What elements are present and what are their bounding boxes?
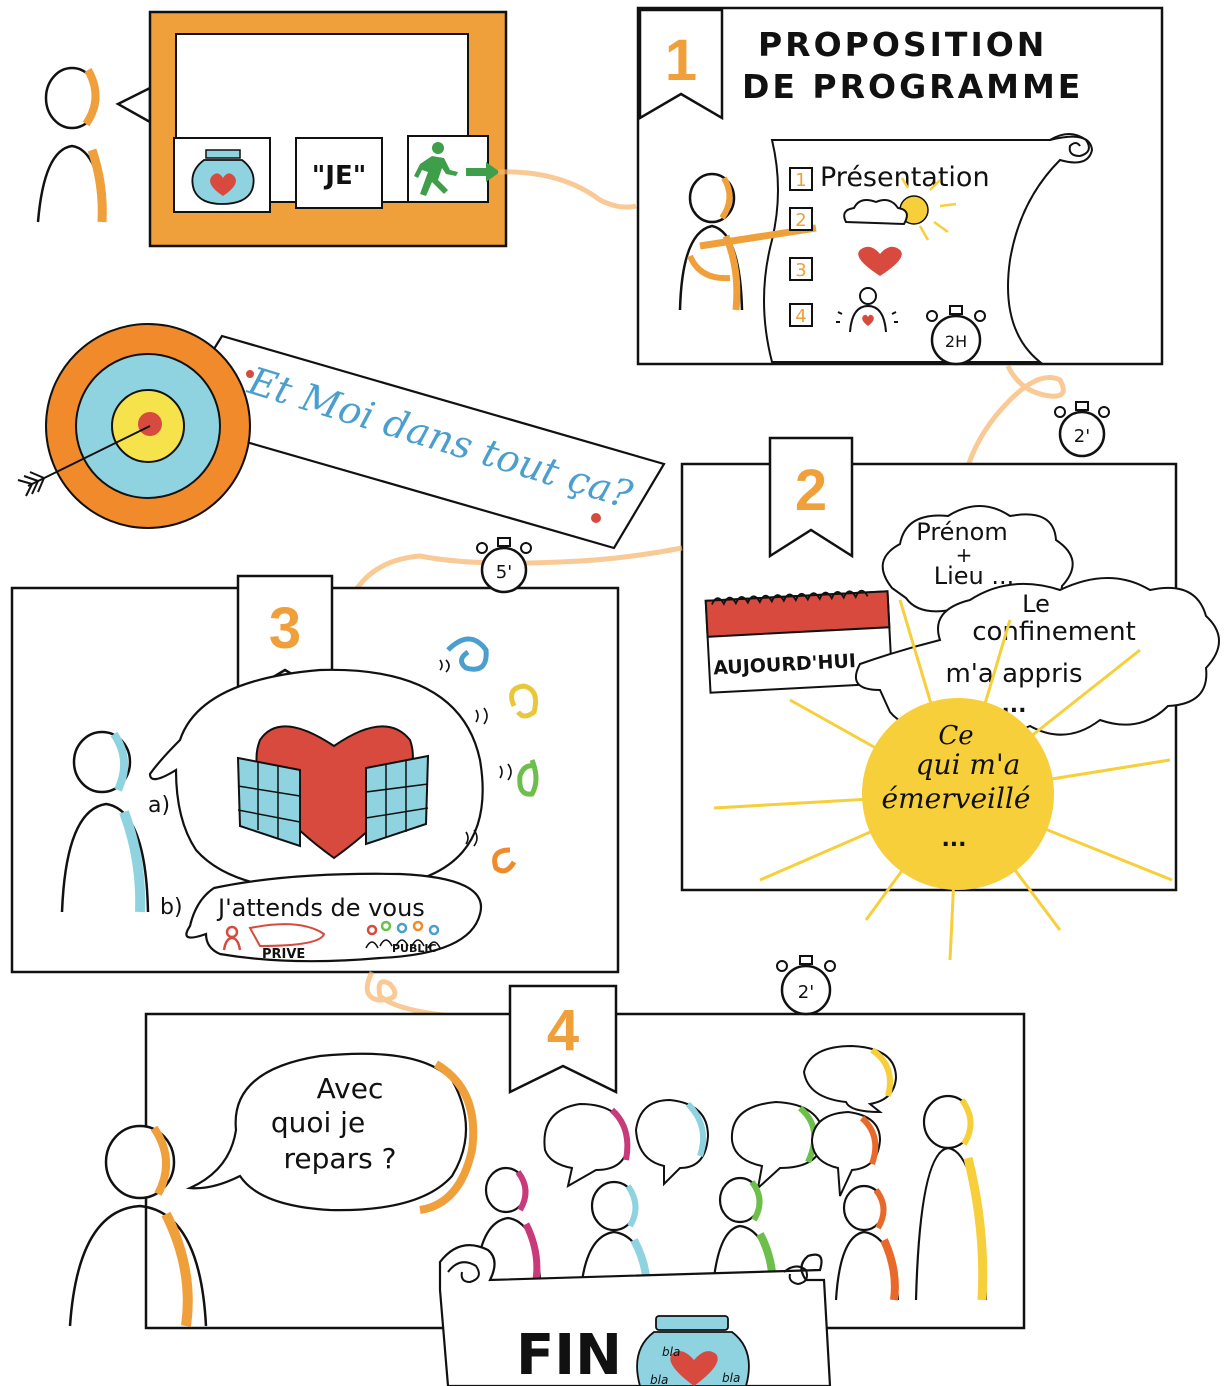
svg-text:1: 1 (795, 170, 806, 191)
sun-icon: Ce qui m'a émerveillé ... (713, 599, 1173, 961)
stopwatch-icon: 2' (1054, 401, 1110, 458)
svg-text:Prénom: Prénom (916, 518, 1007, 546)
connector-line (497, 169, 637, 210)
intro-panel: "JE" (36, 10, 508, 248)
svg-text:confinement: confinement (972, 617, 1136, 647)
person-heart-icon (836, 287, 898, 333)
jar-card (173, 137, 271, 213)
step1-panel: 1 PROPOSITION DE PROGRAMME 1 Présentatio… (636, 6, 1164, 366)
arrow-icon (17, 425, 151, 497)
presenter-figure (678, 172, 817, 311)
svg-text:émerveillé: émerveillé (882, 782, 1031, 815)
je-card: "JE" (295, 137, 383, 209)
running-exit-icon (414, 142, 500, 196)
svg-text:+: + (956, 543, 973, 567)
svg-text:Lieu ...: Lieu ... (934, 562, 1015, 590)
program-item-4: 4 (789, 287, 898, 333)
step1-title-line2: DE PROGRAMME (742, 67, 1083, 106)
label-a: a) (148, 793, 170, 818)
step2-timer: 2' (1074, 426, 1090, 447)
step4-number: 4 (547, 998, 579, 1063)
svg-text:qui m'a: qui m'a (916, 748, 1021, 781)
end-label: FIN (516, 1323, 622, 1386)
svg-text:...: ... (941, 827, 966, 852)
step3-timer: 5' (496, 562, 512, 583)
connector-line (965, 364, 1066, 467)
calendar-icon: AUJOURD'HUI (704, 589, 894, 694)
heart-icon (210, 173, 236, 196)
scroll-list (763, 135, 1094, 363)
step1-title-line1: PROPOSITION (758, 25, 1047, 64)
je-label: "JE" (312, 161, 367, 191)
step4-panel: 4 2' Avec quoi je repars ? (68, 955, 1026, 1330)
stopwatch-icon: 2' (776, 955, 836, 1016)
jar-icon: bla bla bla (636, 1315, 750, 1386)
svg-text:bla: bla (662, 1345, 680, 1359)
item1-label: Présentation (820, 162, 990, 193)
stopwatch-icon: 2H (926, 305, 986, 366)
step2-panel: 2 2' AUJOURD'HUI Prénom + Lieu ... Le co… (680, 401, 1220, 961)
cloud-sun-icon (843, 177, 957, 241)
step3-number: 3 (269, 596, 301, 661)
step1-ribbon (638, 8, 724, 121)
step1-timer: 2H (945, 332, 967, 351)
svg-text:2: 2 (795, 210, 806, 231)
audience-people (474, 1094, 988, 1301)
svg-text:Le: Le (1022, 590, 1050, 618)
svg-text:bla: bla (650, 1373, 668, 1386)
bubble-b-text: J'attends de vous (216, 894, 425, 922)
svg-text:m'a appris: m'a appris (945, 659, 1082, 689)
listening-ears (446, 636, 539, 874)
svg-text:quoi je: quoi je (271, 1106, 365, 1139)
public-icon: PUBLIC (365, 920, 441, 955)
step2-ribbon (768, 436, 854, 559)
label-b: b) (160, 895, 183, 920)
svg-text:bla: bla (722, 1371, 740, 1385)
audience-bubbles (543, 1044, 898, 1197)
intro-person (36, 66, 107, 223)
private-icon: PRIVE (222, 923, 326, 962)
heart-icon (858, 246, 902, 276)
svg-text:repars ?: repars ? (284, 1142, 397, 1175)
program-item-2: 2 (789, 177, 957, 241)
speech-tail (115, 85, 152, 125)
step4-timer: 2' (798, 982, 814, 1003)
cloud-bubble-confinement: Le confinement m'a appris ... (855, 577, 1220, 736)
stopwatch-icon: 5' (476, 537, 532, 594)
end-scroll: FIN bla bla bla (438, 1244, 832, 1386)
step3-panel: 3 5' a) (10, 537, 620, 974)
program-item-1: 1 Présentation (789, 162, 990, 193)
svg-text:PRIVE: PRIVE (262, 947, 305, 962)
svg-text:Avec: Avec (317, 1072, 384, 1105)
svg-text:PUBLIC: PUBLIC (392, 942, 437, 955)
speaker-figure (68, 1124, 208, 1327)
step1-number: 1 (665, 28, 697, 93)
step2-number: 2 (795, 458, 827, 523)
program-item-3: 3 (789, 246, 902, 281)
person-figure (60, 730, 150, 913)
svg-text:3: 3 (795, 260, 806, 281)
svg-text:4: 4 (795, 306, 806, 327)
step4-ribbon (508, 984, 618, 1095)
target-group: Et Moi dans tout ça? (17, 323, 666, 550)
svg-text:Ce: Ce (938, 721, 973, 751)
question-bubble: Avec quoi je repars ? (185, 1052, 478, 1214)
heart-window-icon (236, 725, 430, 860)
exit-card (407, 135, 500, 203)
